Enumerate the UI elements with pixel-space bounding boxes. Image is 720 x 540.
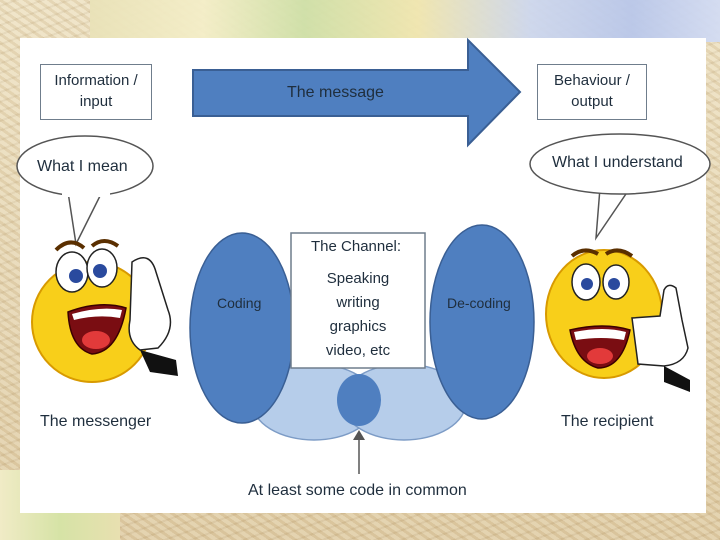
input-box-line1: Information /: [54, 72, 138, 89]
channel-title: The Channel:: [311, 238, 402, 255]
recipient-smiley-icon: [545, 248, 690, 392]
recipient-label: The recipient: [561, 413, 654, 430]
input-box-line2: input: [79, 93, 113, 110]
overlap-intersection: [337, 374, 381, 426]
coding-ellipse: [189, 232, 295, 424]
flower-banner: [90, 0, 720, 42]
output-box-line1: Behaviour /: [554, 72, 630, 89]
speech-bubble-right: [529, 133, 711, 241]
speech-bubble-left: [16, 135, 154, 247]
decoding-ellipse: [429, 224, 535, 420]
messenger-smiley-icon: [31, 239, 178, 383]
channel-item: writing: [336, 294, 380, 311]
channel-text: The Channel: Speaking writing graphics v…: [291, 238, 425, 363]
decoding-label: De-coding: [447, 295, 511, 311]
information-input-box: Information / input: [40, 64, 152, 120]
coding-label: Coding: [217, 295, 262, 311]
common-code-label: At least some code in common: [248, 482, 467, 499]
common-pointer-head: [353, 430, 365, 440]
channel-item: graphics: [329, 318, 387, 335]
output-box-line2: output: [571, 93, 613, 110]
bubble-left-text: What I mean: [37, 158, 128, 175]
bubble-right-text: What I understand: [552, 154, 683, 171]
channel-item: video, etc: [325, 342, 391, 359]
channel-box: [290, 232, 426, 369]
behaviour-output-box: Behaviour / output: [537, 64, 647, 120]
channel-item: Speaking: [326, 270, 390, 287]
messenger-label: The messenger: [40, 413, 152, 430]
message-label: The message: [287, 84, 384, 101]
message-arrow: [192, 37, 522, 148]
